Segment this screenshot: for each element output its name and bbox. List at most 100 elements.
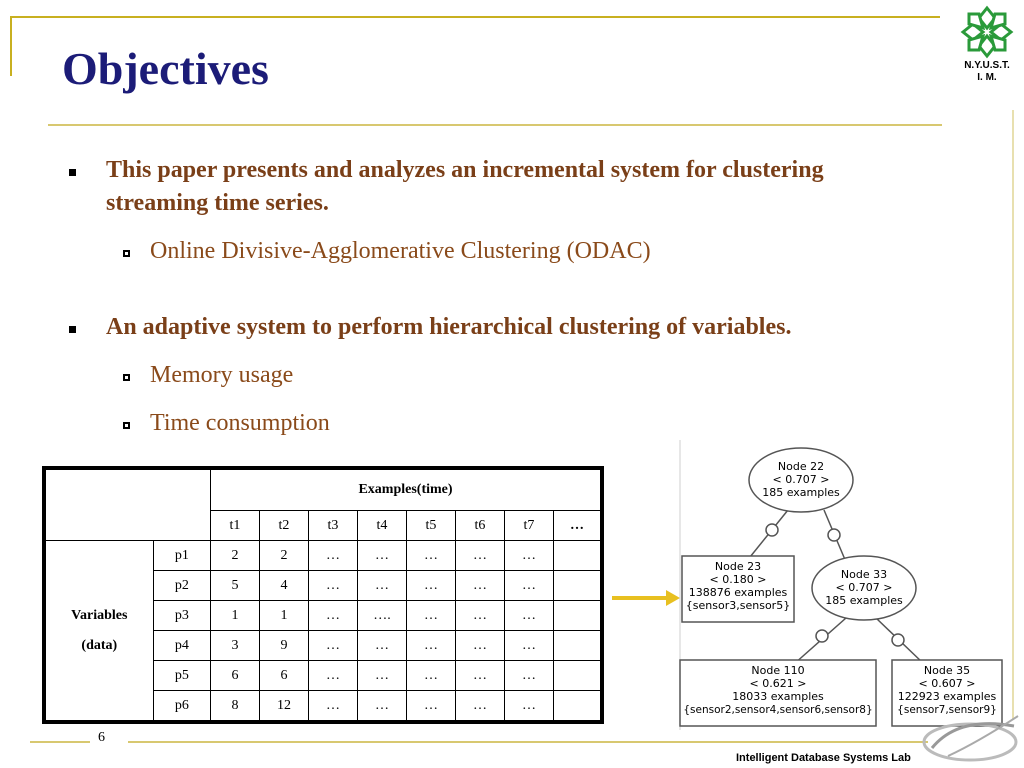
table-cell: … [504, 660, 554, 691]
table-cell: … [406, 630, 456, 661]
row-header: p2 [152, 570, 212, 601]
node-23-members: {sensor3,sensor5} [686, 599, 790, 612]
col-header: t3 [308, 510, 358, 541]
col-header: t4 [357, 510, 407, 541]
table-cell: … [357, 570, 407, 601]
footer-rule-left [30, 741, 90, 743]
sub-bullet-square-icon [123, 422, 130, 429]
table-cell [553, 690, 601, 721]
table-cell: … [406, 690, 456, 721]
table-cell: … [308, 660, 358, 691]
table-cell: … [357, 660, 407, 691]
table-cell: 5 [210, 570, 260, 601]
footer-lab-name: Intelligent Database Systems Lab [736, 752, 911, 764]
table-cell: … [504, 630, 554, 661]
node-33-label: Node 33 [841, 568, 887, 581]
col-header: t2 [259, 510, 309, 541]
col-header: t7 [504, 510, 554, 541]
table-cell [553, 540, 601, 571]
table-cell: … [406, 570, 456, 601]
table-header-examples: Examples(time) [210, 469, 601, 511]
slide-title: Objectives [62, 43, 269, 94]
table-cell: … [455, 630, 505, 661]
table-cell: … [406, 600, 456, 631]
data-table: Examples(time) t1 t2 t3 t4 t5 t6 t7 … Va… [45, 469, 601, 721]
bullet-1-line1: This paper presents and analyzes an incr… [106, 157, 824, 183]
row-header: p6 [152, 690, 212, 721]
table-cell: …. [357, 600, 407, 631]
table-cell: 3 [210, 630, 260, 661]
bullet-2-line1: An adaptive system to perform hierarchic… [106, 314, 792, 340]
footer-rule-right [128, 741, 928, 743]
table-cell: 2 [259, 540, 309, 571]
nyust-emblem-icon [960, 5, 1014, 59]
lab-logo-icon [922, 715, 1019, 762]
node-35-members: {sensor7,sensor9} [897, 704, 997, 716]
table-cell: … [406, 660, 456, 691]
table-cell: … [308, 570, 358, 601]
node-22-count: 185 examples [762, 486, 840, 499]
sub-bullet-square-icon [123, 250, 130, 257]
table-cell: … [308, 540, 358, 571]
table-cell: 12 [259, 690, 309, 721]
table-cell: 4 [259, 570, 309, 601]
node-22-shape [748, 447, 854, 513]
bullet-1-line2: streaming time series. [106, 190, 329, 216]
tree-edge [745, 509, 789, 563]
node-35-count: 122923 examples [898, 690, 997, 703]
table-cell: … [308, 690, 358, 721]
table-cell: … [357, 690, 407, 721]
table-cell: 9 [259, 630, 309, 661]
table-cell: … [455, 570, 505, 601]
logo-text-line1: N.Y.U.S.T. [964, 60, 1010, 71]
frame-left-line [10, 16, 12, 76]
cluster-tree-diagram: Node 22 < 0.707 > 185 examples Node 23 <… [679, 440, 1003, 730]
node-33-value: < 0.707 > [836, 581, 893, 594]
table-cell: … [357, 540, 407, 571]
bullet-2-sub-1: Memory usage [150, 362, 294, 388]
nyust-logo: N.Y.U.S.T. I. M. [954, 4, 1020, 94]
row-header: p3 [152, 600, 212, 631]
table-cell: … [357, 630, 407, 661]
node-110-count: 18033 examples [732, 690, 824, 703]
edge-marker-icon [827, 528, 841, 542]
node-23-shape [681, 555, 795, 623]
logo-text-line2: I. M. [977, 72, 997, 83]
bullet-2-sub-2: Time consumption [150, 410, 330, 436]
row-header: p5 [152, 660, 212, 691]
col-header: t6 [455, 510, 505, 541]
bullet-1-sub-1: Online Divisive-Agglomerative Clustering… [150, 238, 651, 264]
table-cell: … [308, 600, 358, 631]
table-cell: … [455, 660, 505, 691]
node-35-label: Node 35 [924, 664, 970, 677]
table-cell: 1 [259, 600, 309, 631]
title-rule [48, 124, 942, 126]
table-cell: 6 [210, 660, 260, 691]
col-header: t1 [210, 510, 260, 541]
edge-marker-icon [891, 633, 905, 647]
node-35-shape [891, 659, 1003, 727]
node-110-shape [679, 659, 877, 727]
sub-bullet-square-icon [123, 374, 130, 381]
table-cell: … [504, 690, 554, 721]
table-cell: … [455, 690, 505, 721]
node-22-value: < 0.707 > [773, 473, 830, 486]
frame-top-line [10, 16, 940, 18]
bullet-square-icon [69, 169, 76, 176]
examples-table: Examples(time) t1 t2 t3 t4 t5 t6 t7 … Va… [42, 466, 604, 724]
table-cell [553, 660, 601, 691]
table-cell: 6 [259, 660, 309, 691]
table-cell: 2 [210, 540, 260, 571]
table-cell [553, 600, 601, 631]
table-cell [553, 630, 601, 661]
row-group-label: Variables (data) [45, 540, 154, 721]
table-cell: … [406, 540, 456, 571]
node-110-label: Node 110 [751, 664, 804, 677]
bullet-square-icon [69, 326, 76, 333]
node-35-value: < 0.607 > [919, 677, 976, 690]
table-cell: … [308, 630, 358, 661]
node-110-members: {sensor2,sensor4,sensor6,sensor8} [683, 704, 872, 716]
table-corner-cell [45, 469, 211, 541]
table-cell: … [455, 600, 505, 631]
edge-marker-icon [765, 523, 779, 537]
